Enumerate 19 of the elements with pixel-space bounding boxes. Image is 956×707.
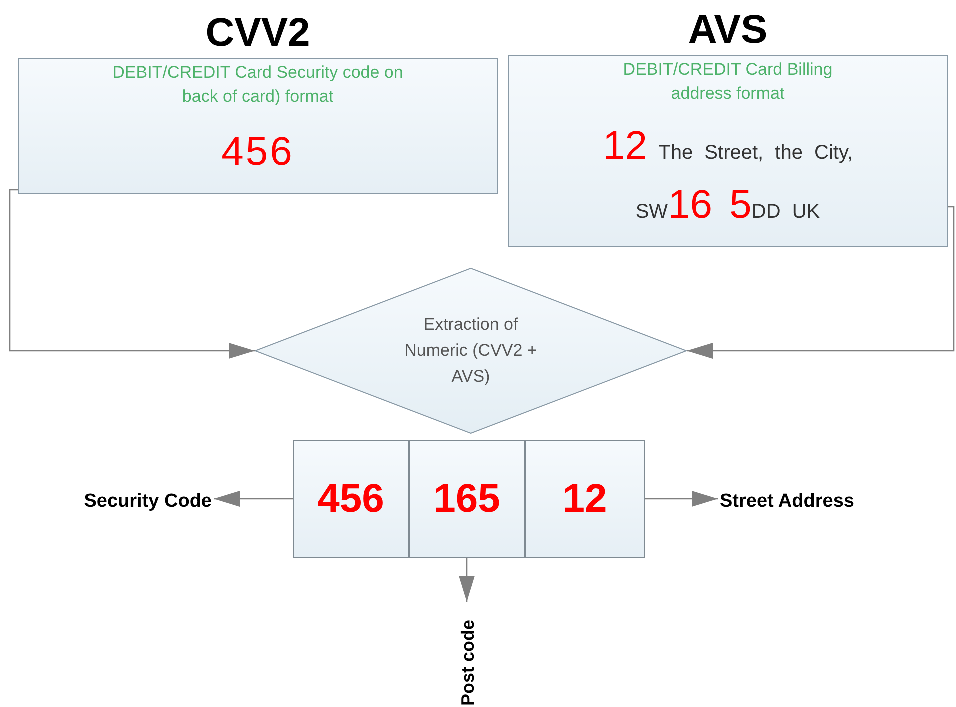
process-label: Extraction of Numeric (CVV2 + AVS): [404, 314, 538, 388]
code-value: 456: [222, 129, 294, 176]
output-label: Post code: [456, 602, 480, 706]
digits-cell: 165: [409, 440, 525, 558]
digits-cell: 456: [293, 440, 409, 558]
arrow: [645, 491, 718, 507]
format-description: DEBIT/CREDIT Card Security code on back of card) format: [112, 62, 404, 108]
output-label: Street Address: [720, 488, 932, 516]
format-description: DEBIT/CREDIT Card Billing address format: [622, 59, 834, 105]
arrow: [687, 206, 955, 359]
arrow: [9, 189, 255, 359]
heading: AVS: [687, 7, 769, 54]
output-label: Security Code: [12, 488, 212, 516]
heading: CVV2: [204, 10, 312, 57]
arrow: [459, 558, 475, 602]
digits-cell: 12: [525, 440, 645, 558]
process-diamond: [255, 268, 687, 434]
address-text: 12 The Street, the City, SW16 5DD UK: [602, 123, 854, 229]
arrow: [214, 491, 293, 507]
